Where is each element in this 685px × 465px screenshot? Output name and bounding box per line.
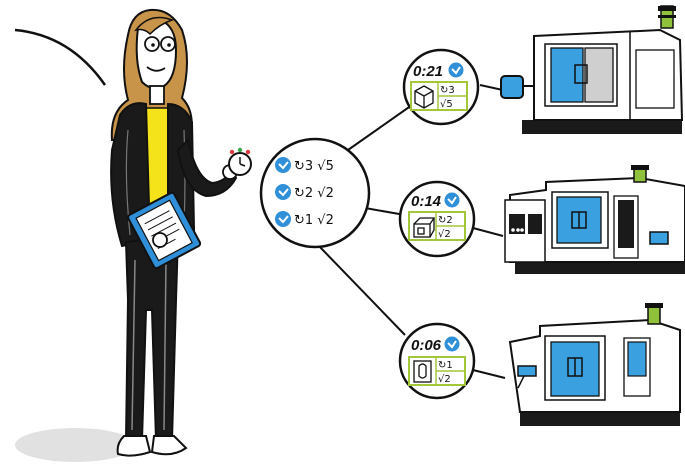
clipboard-icon: [127, 191, 202, 270]
good-count: √2: [438, 374, 451, 385]
summary-row-text: ↻2 √2: [294, 186, 334, 201]
check-badge-icon: [444, 192, 460, 208]
check-badge-icon: [275, 157, 291, 173]
operator-arm: [176, 137, 238, 198]
good-count: √2: [438, 229, 451, 240]
cycle-time: 0:14: [411, 193, 442, 210]
cycle-time: 0:06: [411, 337, 442, 354]
cnc-machine-1: [500, 5, 684, 134]
check-badge-icon: [275, 184, 291, 200]
machine-status-node: 0:14 ↻2 √2: [398, 180, 476, 258]
glasses-left: [144, 36, 160, 52]
glasses-right: [160, 36, 176, 52]
machine-status-node: 0:21 ↻3 √5: [402, 48, 480, 126]
machine-status-node: 0:06 ↻1 √2: [398, 322, 476, 400]
summary-row: ↻2 √2: [275, 184, 334, 201]
connection-lines: [317, 84, 513, 379]
cnc-machine-2: [504, 165, 685, 274]
summary-row-text: ↻3 √5: [294, 159, 334, 174]
summary-row-text: ↻1 √2: [294, 213, 334, 228]
cycle-time: 0:21: [413, 63, 443, 80]
stopwatch-icon: [228, 147, 252, 176]
operator-shoe-right: [150, 435, 188, 456]
cube-part-icon: [414, 85, 434, 109]
cycle-count: ↻3: [440, 85, 455, 96]
check-badge-icon: [448, 62, 464, 78]
check-badge-icon: [275, 211, 291, 227]
control-panel: [649, 231, 669, 245]
operator-shoe-left: [116, 435, 152, 457]
summary-row: ↻1 √2: [275, 211, 334, 228]
good-count: √5: [440, 99, 453, 110]
floor-shadow: [15, 428, 135, 462]
decorative-arc: [14, 28, 107, 86]
summary-row: ↻3 √5: [275, 157, 334, 174]
block-part-icon: [413, 217, 436, 238]
control-panel: [500, 75, 524, 99]
check-badge-icon: [444, 336, 460, 352]
cylinder-part-icon: [413, 360, 432, 383]
summary-hub: ↻3 √5 ↻2 √2 ↻1 √2: [259, 137, 371, 249]
cycle-count: ↻1: [438, 360, 453, 371]
signal-light: [647, 305, 661, 325]
signal-light: [633, 167, 647, 183]
cnc-machine-3: [508, 303, 681, 426]
control-panel: [517, 365, 537, 377]
cycle-count: ↻2: [438, 215, 453, 226]
